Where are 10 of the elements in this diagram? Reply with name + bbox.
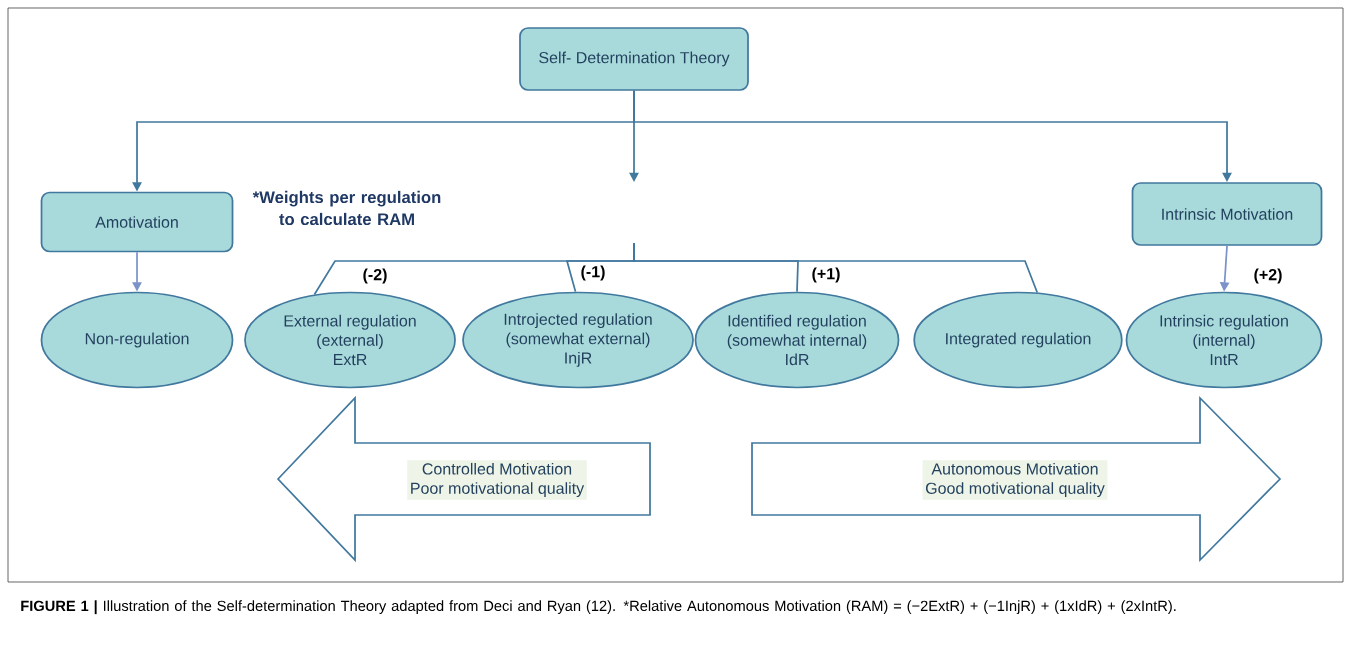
connector — [633, 242, 1039, 294]
edge-label: (+2) — [1252, 267, 1284, 285]
edge-label: (-1) — [579, 264, 607, 282]
process-box: Self- Determination Theory — [519, 27, 749, 91]
process-box: Intrinsic Motivation — [1131, 182, 1323, 246]
edge-label: (+1) — [810, 266, 842, 284]
process-box: Amotivation — [40, 191, 234, 253]
note: *Weights per regulation to calculate RAM — [252, 190, 441, 226]
edge-label: (-2) — [361, 267, 389, 285]
caption: FIGURE 1 | Illustration of the Self-determination Theory adapted from Deci and Ryan (12). *Relative Autonomous Motivation (RAM) = (−2ExtR) + (−1InjR) + (1xIdR) + (2xIntR). — [21, 600, 1176, 615]
